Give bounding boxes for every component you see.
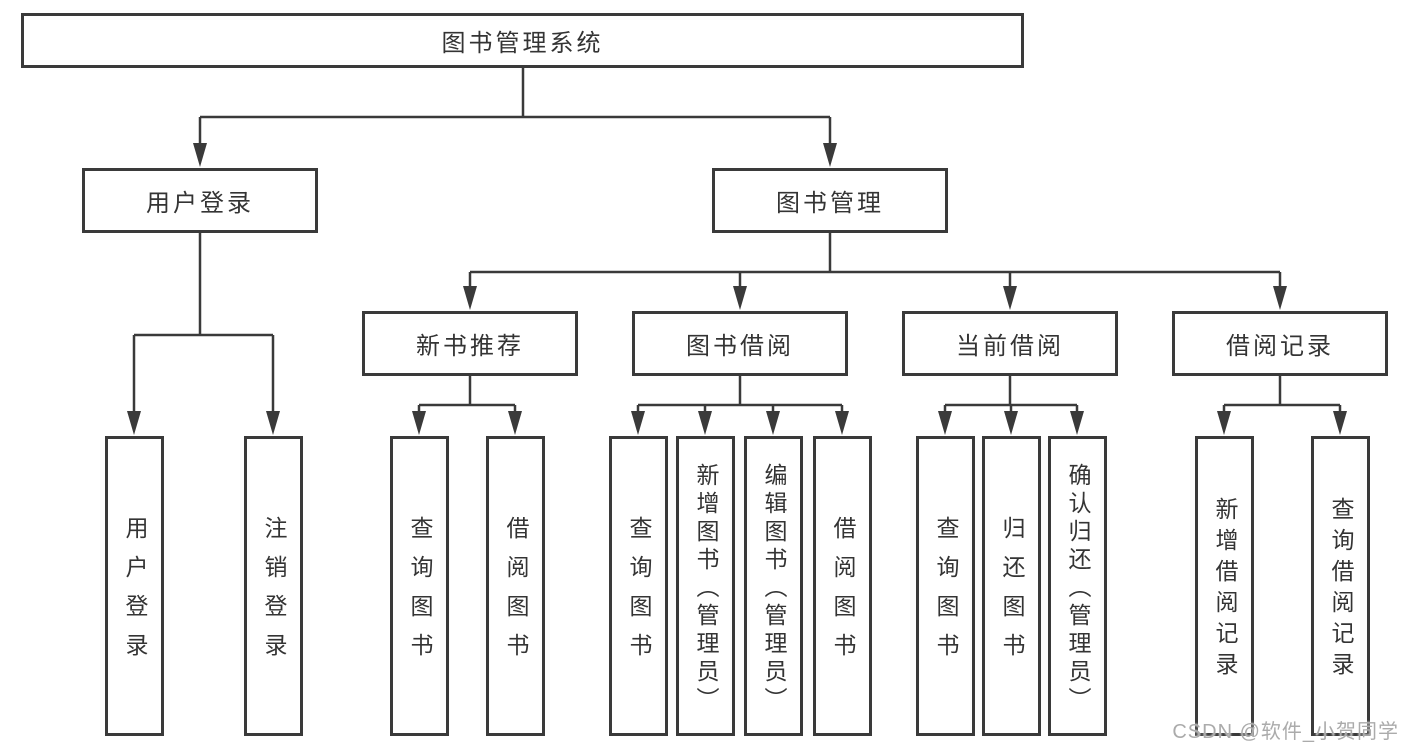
node-label: 用户登录 [146,190,254,217]
leaf-query-books-2: 查询图书 [609,436,668,736]
arrowhead [1070,411,1084,435]
leaf-user-login: 用户登录 [105,436,164,736]
arrowhead [508,411,522,435]
arrowhead [127,411,141,435]
node-book-management-branch: 图书管理 [712,168,948,233]
csdn-watermark: CSDN @软件_小贺同学 [1172,721,1399,743]
connector-lines [132,68,1342,413]
arrowhead [1273,286,1287,310]
node-new-book-recommend: 新书推荐 [362,311,578,376]
arrowhead [1217,411,1231,435]
arrowhead [823,143,837,167]
node-book-borrowing: 图书借阅 [632,311,848,376]
node-label: 借阅记录 [1226,333,1334,360]
arrowhead [1333,411,1347,435]
node-label: 新书推荐 [416,333,524,360]
arrowhead [463,286,477,310]
arrowhead [733,286,747,310]
node-label: 查询图书 [933,516,959,672]
node-label: 编辑图书（管理员） [761,462,787,715]
node-label: 新增图书（管理员） [693,462,719,715]
node-label: 借阅图书 [503,516,529,672]
node-current-borrowing: 当前借阅 [902,311,1118,376]
arrowhead [1004,411,1018,435]
leaf-query-books-1: 查询图书 [390,436,449,736]
node-label: 注销登录 [261,516,287,672]
leaf-add-books-admin: 新增图书（管理员） [676,436,735,736]
node-label: 查询图书 [626,516,652,672]
leaf-return-books: 归还图书 [982,436,1041,736]
node-label: 新增借阅记录 [1212,497,1238,683]
leaf-logout: 注销登录 [244,436,303,736]
arrowhead [698,411,712,435]
node-user-login-branch: 用户登录 [82,168,318,233]
node-label: 归还图书 [999,516,1025,672]
leaf-query-books-3: 查询图书 [916,436,975,736]
arrowhead [835,411,849,435]
node-borrowing-records: 借阅记录 [1172,311,1388,376]
arrowhead [193,143,207,167]
node-label: 用户登录 [122,516,148,672]
node-label: 查询图书 [407,516,433,672]
leaf-edit-books-admin: 编辑图书（管理员） [744,436,803,736]
arrowhead [631,411,645,435]
leaf-borrow-books-2: 借阅图书 [813,436,872,736]
arrowhead [766,411,780,435]
node-label: 借阅图书 [830,516,856,672]
node-system-root: 图书管理系统 [21,13,1024,68]
arrowhead [938,411,952,435]
leaf-query-borrow-record: 查询借阅记录 [1311,436,1370,736]
node-label: 当前借阅 [956,333,1064,360]
arrowhead [266,411,280,435]
leaf-confirm-return-admin: 确认归还（管理员） [1048,436,1107,736]
node-label: 图书管理系统 [441,30,604,57]
arrowhead [1003,286,1017,310]
node-label: 图书管理 [776,190,884,217]
arrowhead [412,411,426,435]
node-label: 查询借阅记录 [1328,497,1354,683]
leaf-borrow-books-1: 借阅图书 [486,436,545,736]
arrowheads [127,143,1347,435]
node-label: 图书借阅 [686,333,794,360]
leaf-add-borrow-record: 新增借阅记录 [1195,436,1254,736]
node-label: 确认归还（管理员） [1065,462,1091,715]
